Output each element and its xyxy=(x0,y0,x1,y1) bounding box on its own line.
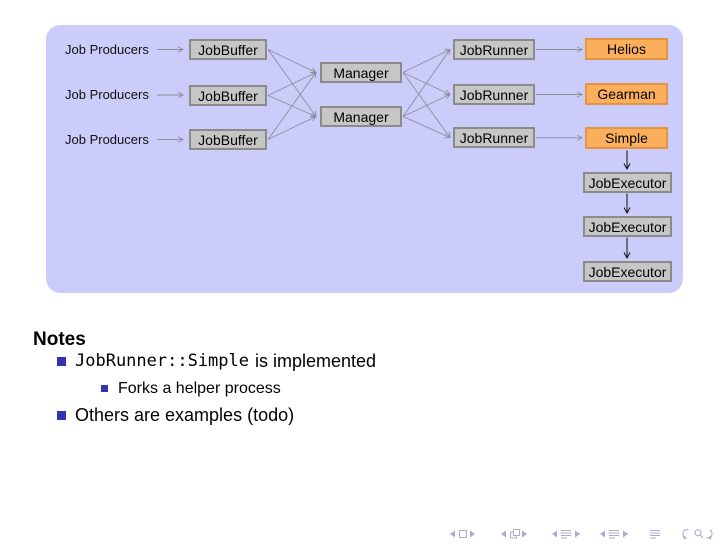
beamer-navigation-bar xyxy=(450,527,715,541)
jobexecutor-box-2: JobExecutor xyxy=(583,216,672,237)
job-producers-label-1: Job Producers xyxy=(65,42,149,57)
simple-box: Simple xyxy=(585,127,668,149)
jobrunner-box-3: JobRunner xyxy=(453,127,535,148)
back-search-forward-icons[interactable] xyxy=(682,529,713,540)
gearman-box: Gearman xyxy=(585,83,668,105)
jobexecutor-box-1: JobExecutor xyxy=(583,172,672,193)
bullet-jobrunner-simple: JobRunner::Simple is implemented xyxy=(57,351,376,372)
frame-nav-icon[interactable] xyxy=(501,529,527,539)
jobbuffer-box-3: JobBuffer xyxy=(189,129,267,150)
jobbuffer-box-1: JobBuffer xyxy=(189,39,267,60)
subsection-nav-icon[interactable] xyxy=(600,530,628,539)
helios-box: Helios xyxy=(585,38,668,60)
subbullet-text: Forks a helper process xyxy=(118,380,281,397)
job-producers-label-2: Job Producers xyxy=(65,87,149,102)
manager-box-2: Manager xyxy=(320,106,402,127)
bullet-others-examples: Others are examples (todo) xyxy=(57,405,294,426)
bullet-square-icon xyxy=(57,411,66,420)
notes-heading: Notes xyxy=(33,329,86,350)
bullet-rest-text: is implemented xyxy=(255,351,377,371)
bullet-square-icon xyxy=(57,357,66,366)
job-producers-label-3: Job Producers xyxy=(65,132,149,147)
appendix-icon[interactable] xyxy=(650,530,660,539)
jobrunner-box-2: JobRunner xyxy=(453,84,535,105)
manager-box-1: Manager xyxy=(320,62,402,83)
jobexecutor-box-3: JobExecutor xyxy=(583,261,672,282)
jobbuffer-box-2: JobBuffer xyxy=(189,85,267,106)
subbullet-square-icon xyxy=(101,385,108,392)
bullet-code-text: JobRunner::Simple xyxy=(75,351,249,371)
subbullet-forks-helper: Forks a helper process xyxy=(101,380,281,398)
bullet-text: Others are examples (todo) xyxy=(75,405,295,425)
jobrunner-box-1: JobRunner xyxy=(453,39,535,60)
section-nav-icon[interactable] xyxy=(552,530,580,539)
slide-nav-icon[interactable] xyxy=(450,530,475,538)
